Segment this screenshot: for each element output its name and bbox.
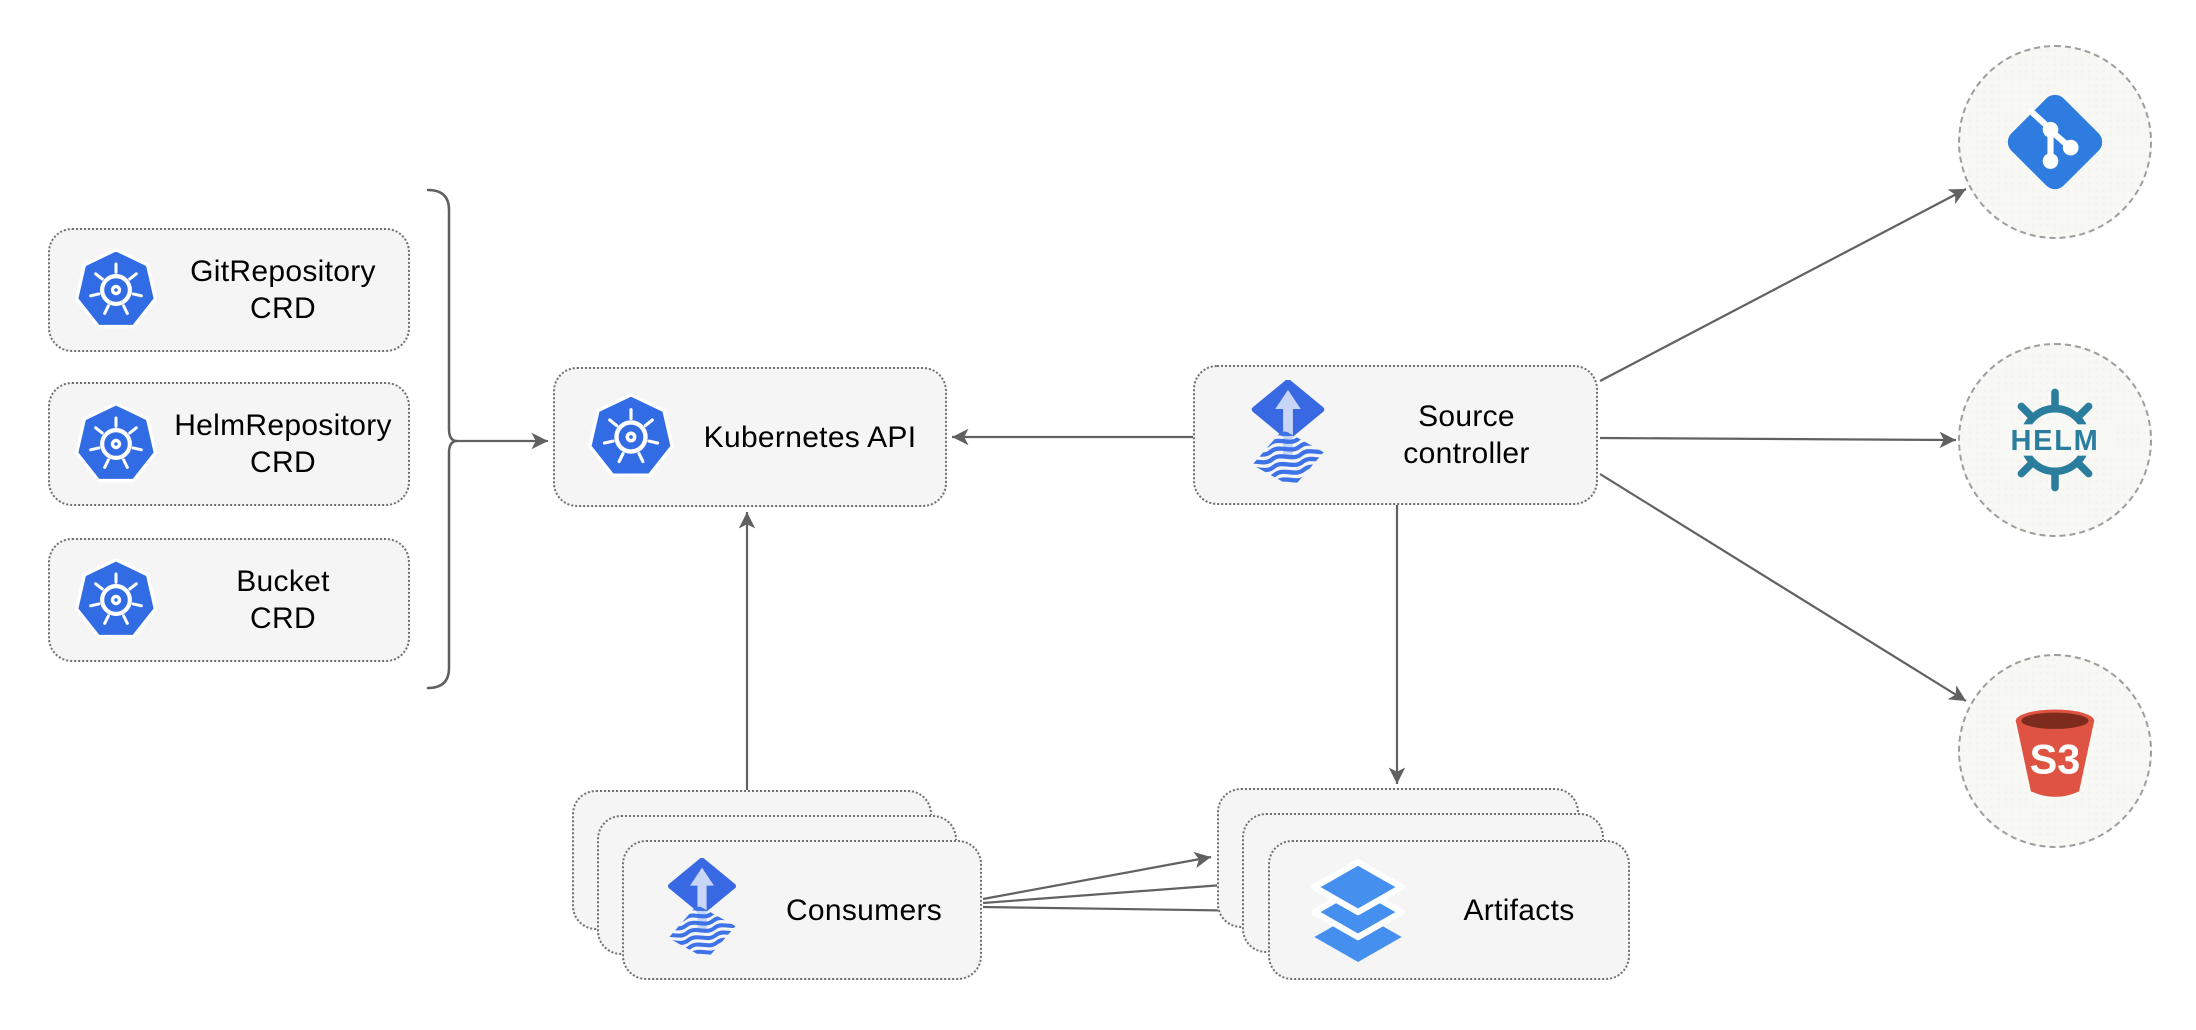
node-label-line2: controller: [1403, 437, 1530, 470]
kubernetes-icon: [74, 402, 158, 486]
node-label: Consumers: [785, 893, 943, 927]
node-source-controller: Source controller: [1193, 365, 1598, 505]
node-git-endpoint: [1958, 45, 2152, 239]
node-label: Artifacts: [1463, 893, 1575, 927]
layers-icon: [1306, 858, 1410, 962]
node-label-line1: Source: [1418, 400, 1515, 433]
node-kubernetes-api: Kubernetes API: [553, 367, 947, 507]
edge-consumers-to-artifacts-1: [982, 851, 1212, 901]
node-label: Source controller: [1337, 398, 1596, 472]
node-label-line2: CRD: [250, 292, 316, 325]
edge-consumers-to-artifacts-2: [982, 877, 1237, 905]
node-label: Kubernetes API: [703, 420, 917, 454]
node-gitrepository-crd: GitRepository CRD: [48, 228, 410, 352]
flux-icon: [1239, 380, 1337, 490]
edge-source-controller-to-git: [1599, 188, 1967, 382]
node-label-line2: CRD: [250, 602, 316, 635]
node-helmrepository-crd: HelmRepository CRD: [48, 382, 410, 506]
node-label: GitRepository CRD: [158, 253, 408, 327]
node-s3-endpoint: S3: [1958, 654, 2152, 848]
edge-source-controller-to-helm: [1599, 431, 1957, 449]
node-label-line1: Bucket: [236, 565, 330, 598]
node-artifacts: Artifacts: [1268, 840, 1630, 980]
kubernetes-icon: [74, 248, 158, 332]
edge-source-controller-to-s3: [1599, 473, 1967, 702]
helm-wordmark: HELM: [2010, 425, 2099, 457]
helm-icon: HELM: [1997, 382, 2113, 498]
git-icon: [1999, 86, 2111, 198]
node-label-line1: HelmRepository: [174, 409, 392, 442]
kubernetes-icon: [587, 393, 675, 481]
crd-group-bracket: [426, 188, 458, 690]
node-label-line1: GitRepository: [190, 255, 376, 288]
flux-icon: [656, 858, 748, 962]
node-helm-endpoint: HELM: [1958, 343, 2152, 537]
node-label-line2: CRD: [250, 446, 316, 479]
node-label: HelmRepository CRD: [158, 407, 408, 481]
node-consumers: Consumers: [622, 840, 982, 980]
node-bucket-crd: Bucket CRD: [48, 538, 410, 662]
kubernetes-icon: [74, 558, 158, 642]
s3-wordmark: S3: [2030, 735, 2081, 782]
node-label: Bucket CRD: [158, 563, 408, 637]
s3-bucket-icon: S3: [1999, 695, 2111, 807]
